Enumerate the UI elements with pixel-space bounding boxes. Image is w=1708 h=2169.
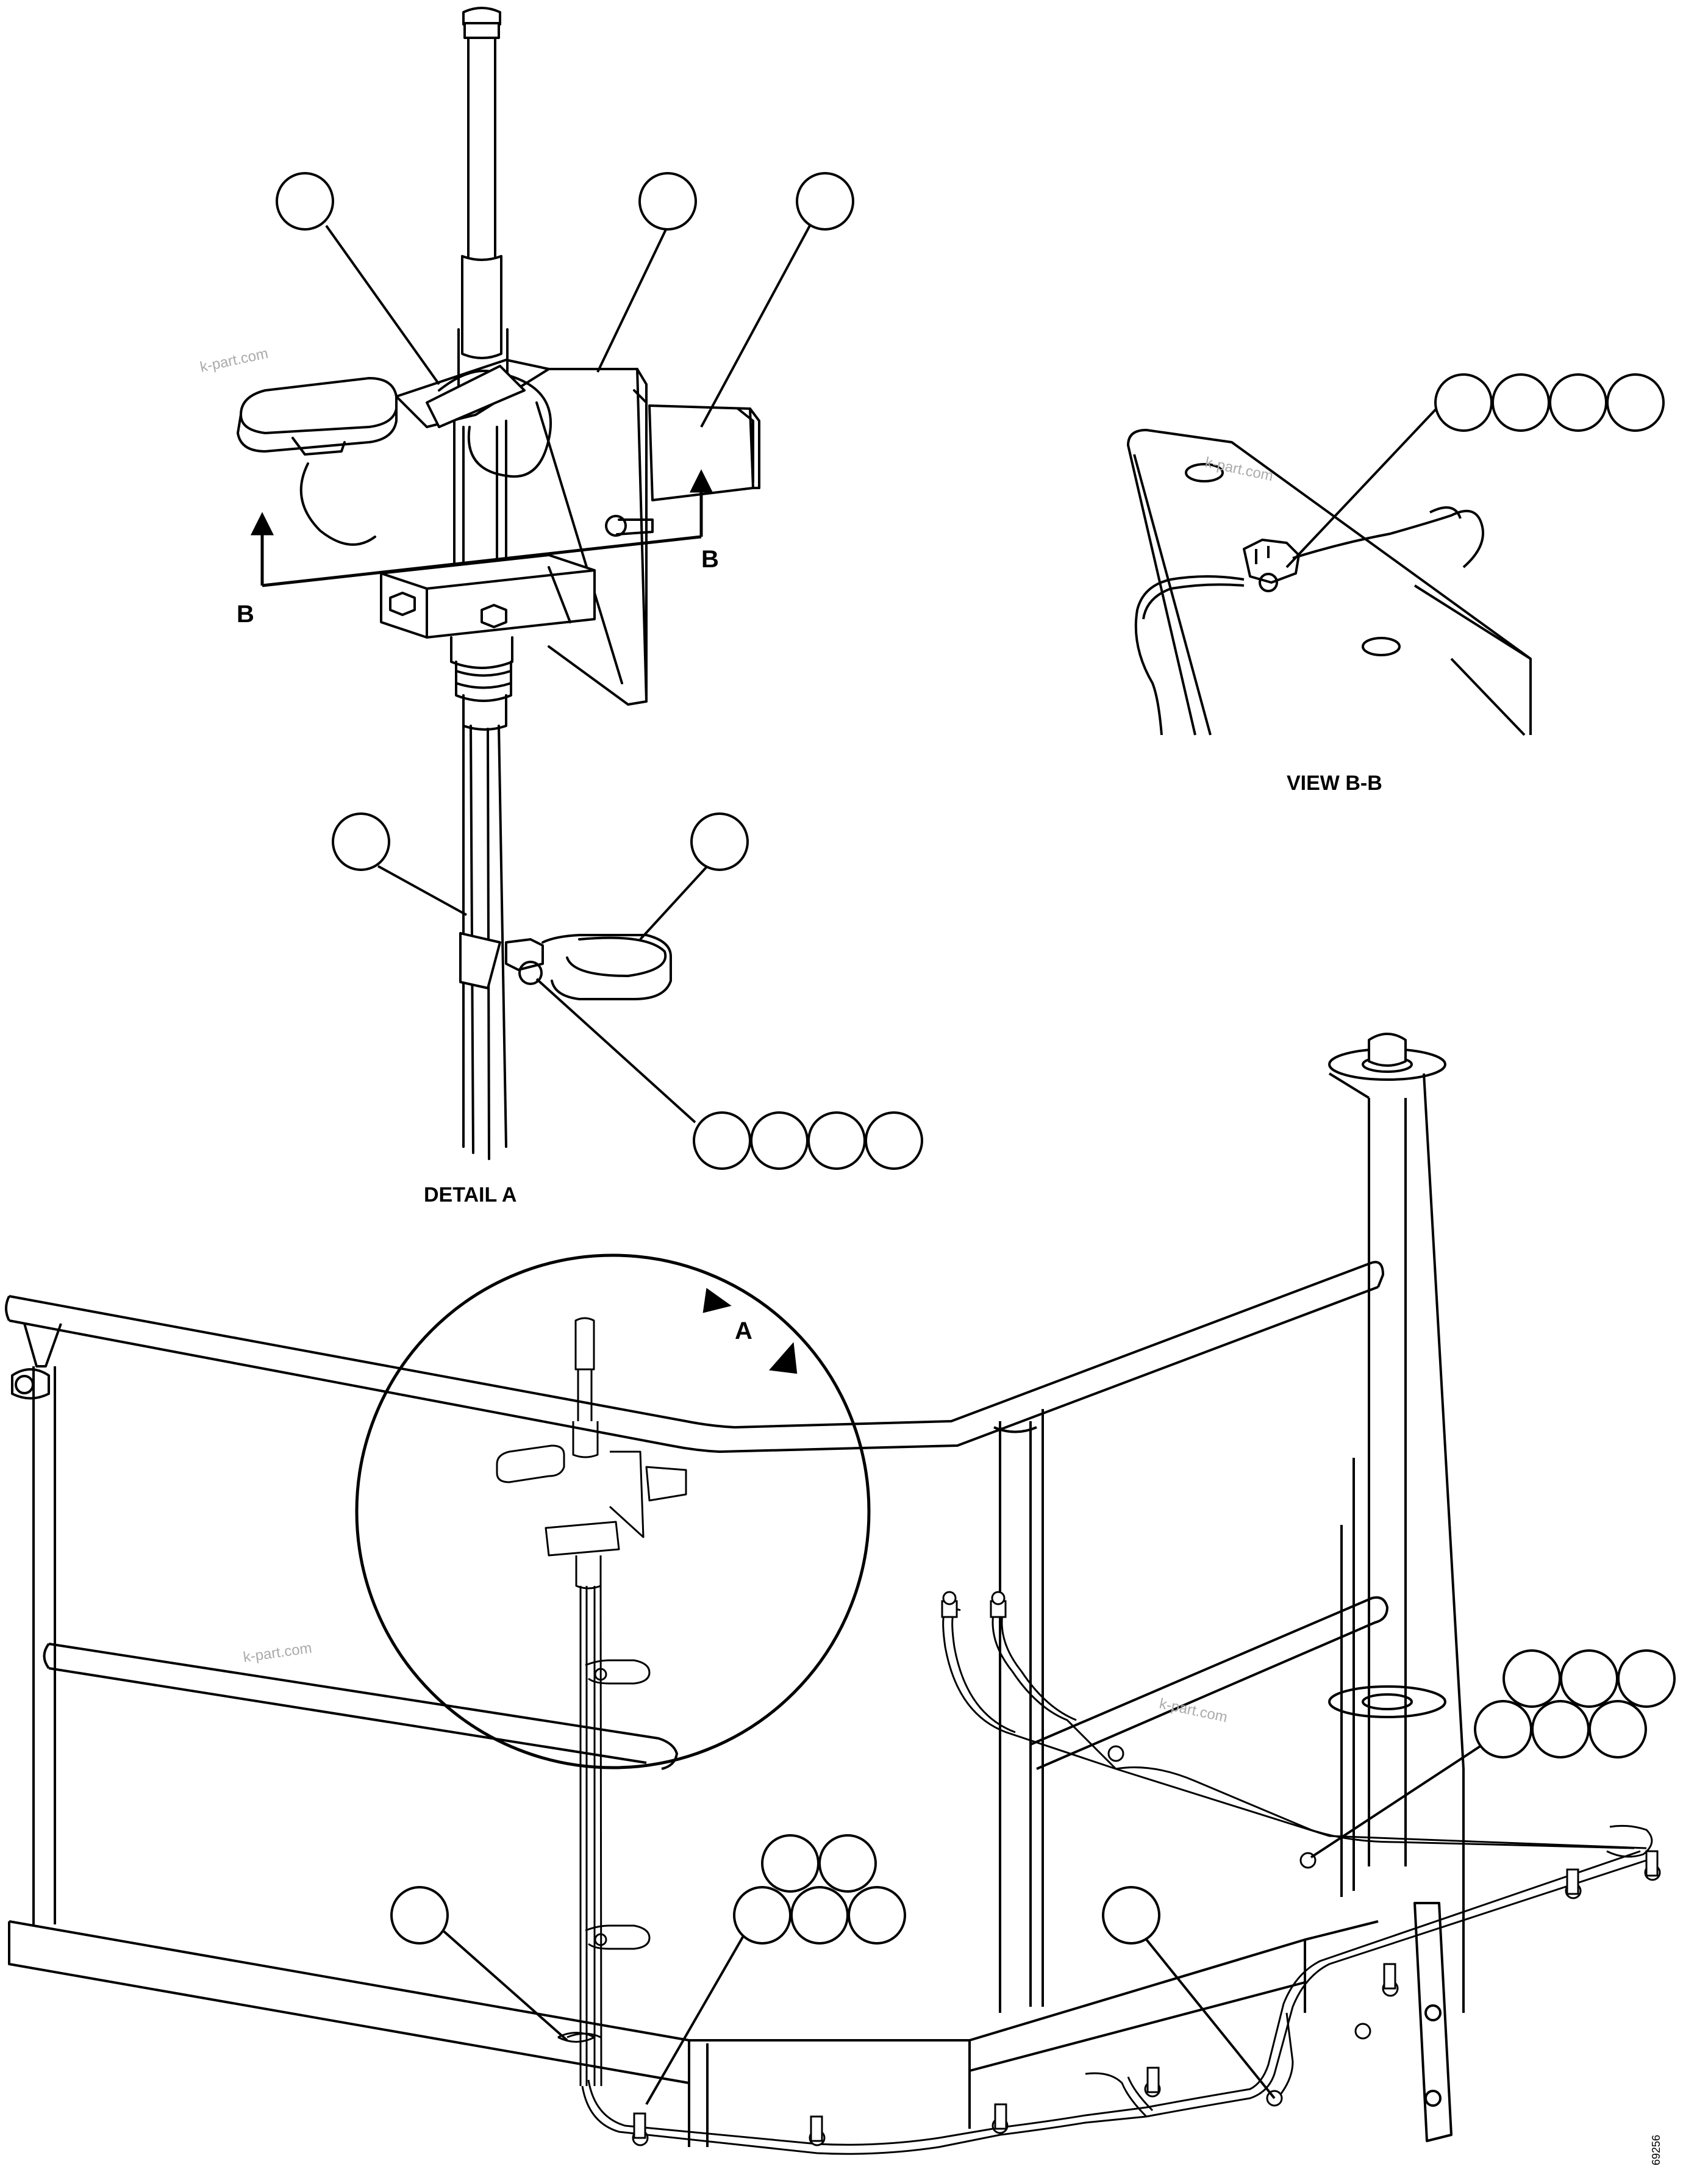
callout-balloon (638, 172, 697, 231)
antenna-assembly-mini (496, 1317, 687, 2087)
callout-balloon (1434, 373, 1493, 432)
view-bb-assembly (1127, 429, 1532, 736)
detail-a-callouts (276, 172, 923, 1170)
main-view-callouts (390, 1649, 1676, 2105)
callout-balloon (796, 172, 854, 231)
section-b-right-label: B (701, 546, 719, 573)
mast-clamp (380, 554, 596, 639)
callout-balloon (790, 1886, 849, 1945)
callout-balloon (848, 1886, 906, 1945)
gps-antenna (237, 377, 398, 546)
callout-balloon (1606, 373, 1665, 432)
callout-balloon (693, 1111, 751, 1170)
cable-clip (459, 932, 672, 1000)
callout-balloon (1102, 1886, 1160, 1945)
callout-balloon (807, 1111, 866, 1170)
callout-balloon (1560, 1649, 1618, 1708)
detail-a-circle (355, 1253, 871, 1769)
callout-balloon (761, 1834, 820, 1893)
callout-balloon (690, 812, 749, 871)
section-b-left-label: B (237, 601, 254, 628)
callout-balloon (865, 1111, 923, 1170)
detail-a-assembly (237, 7, 760, 1160)
callout-balloon (1617, 1649, 1676, 1708)
detail-a-title: DETAIL A (424, 1183, 516, 1206)
view-bb-title: VIEW B-B (1287, 772, 1382, 795)
callout-balloon (818, 1834, 877, 1893)
mounting-bracket (395, 359, 760, 706)
detail-a-callout-label: A (735, 1318, 752, 1344)
cable-connectors (632, 1591, 1661, 2146)
callout-balloon (1492, 373, 1550, 432)
callout-balloon (1531, 1700, 1590, 1759)
drawing-number: 69256 (1650, 2135, 1662, 2165)
callout-balloon (1549, 373, 1607, 432)
cable-loop (438, 370, 552, 478)
view-bb-callouts (1285, 373, 1665, 568)
cable-harness (581, 1608, 1653, 2155)
callout-balloon (733, 1886, 791, 1945)
callout-balloon (332, 812, 390, 871)
detail-a-arrows (702, 1288, 798, 1374)
platform-railing (5, 1033, 1465, 2147)
callout-balloon (1588, 1700, 1647, 1759)
callout-balloon (1503, 1649, 1561, 1708)
callout-balloon (1474, 1700, 1532, 1759)
callout-balloon (276, 172, 334, 231)
callout-balloon (390, 1886, 449, 1945)
section-line-b (250, 469, 713, 587)
callout-balloon (750, 1111, 809, 1170)
